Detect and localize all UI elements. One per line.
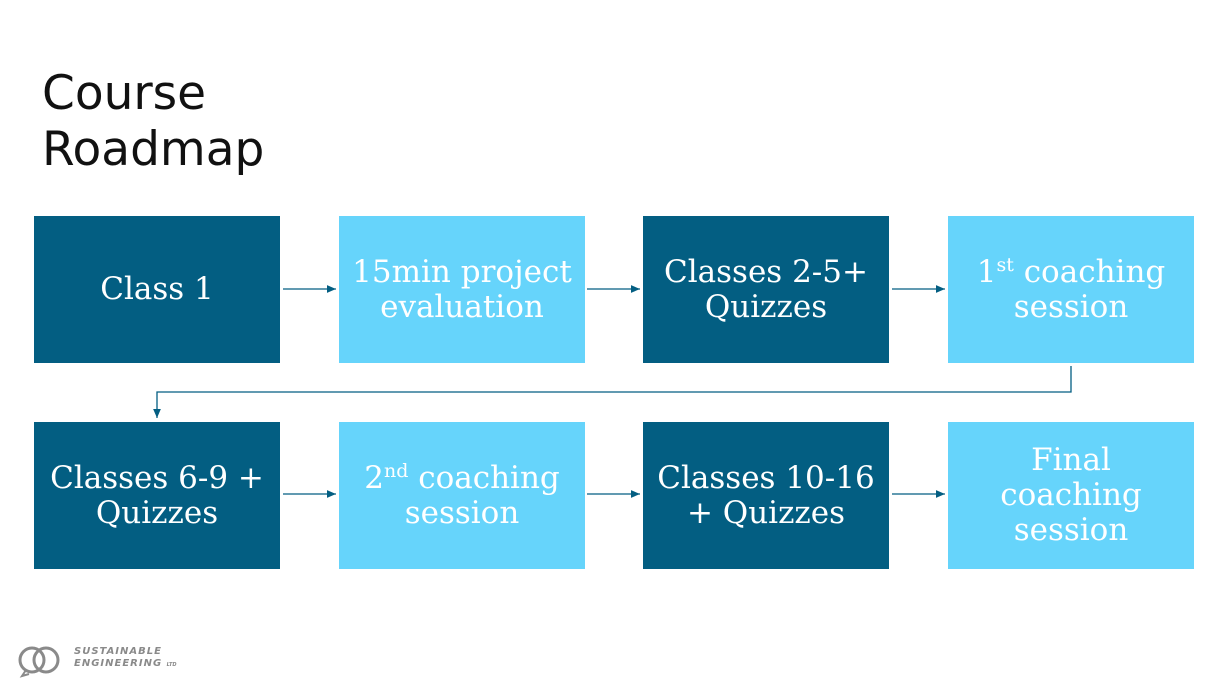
page-title: Course Roadmap <box>42 66 264 178</box>
logo-suffix: LTD <box>166 662 177 668</box>
step-classes-10-16: Classes 10-16 + Quizzes <box>643 422 889 569</box>
step-final-coaching: Final coaching session <box>948 422 1194 569</box>
step-6-sup: nd <box>383 459 409 482</box>
step-7-text: Classes 10-16 + Quizzes <box>657 459 875 531</box>
step-6-text: 2 <box>364 459 384 496</box>
step-2-text: 15min project evaluation <box>352 253 572 325</box>
title-line-2: Roadmap <box>42 122 265 177</box>
step-classes-2-5: Classes 2-5+ Quizzes <box>643 216 889 363</box>
step-4-after: coaching session <box>1013 253 1166 325</box>
step-classes-6-9: Classes 6-9 + Quizzes <box>34 422 280 569</box>
step-1-text: Class 1 <box>100 271 214 307</box>
step-4-text: 1 <box>976 253 997 290</box>
step-class-1: Class 1 <box>34 216 280 363</box>
logo-line-2: ENGINEERING <box>74 658 163 669</box>
step-3-text: Classes 2-5+ Quizzes <box>664 253 868 325</box>
step-6-after: coaching session <box>404 459 560 531</box>
step-4-sup: st <box>996 253 1014 276</box>
logo-line-1: SUSTAINABLE <box>74 646 162 657</box>
title-line-1: Course <box>42 66 207 121</box>
company-logo: SUSTAINABLE ENGINEERING LTD <box>16 641 216 681</box>
step-first-coaching: 1st coaching session <box>948 216 1194 363</box>
step-second-coaching: 2nd coaching session <box>339 422 585 569</box>
step-project-evaluation: 15min project evaluation <box>339 216 585 363</box>
step-8-text: Final coaching session <box>1000 442 1142 548</box>
logo-rings-icon <box>18 646 60 678</box>
arrow-4-5 <box>153 366 1072 418</box>
step-5-text: Classes 6-9 + Quizzes <box>50 459 264 531</box>
